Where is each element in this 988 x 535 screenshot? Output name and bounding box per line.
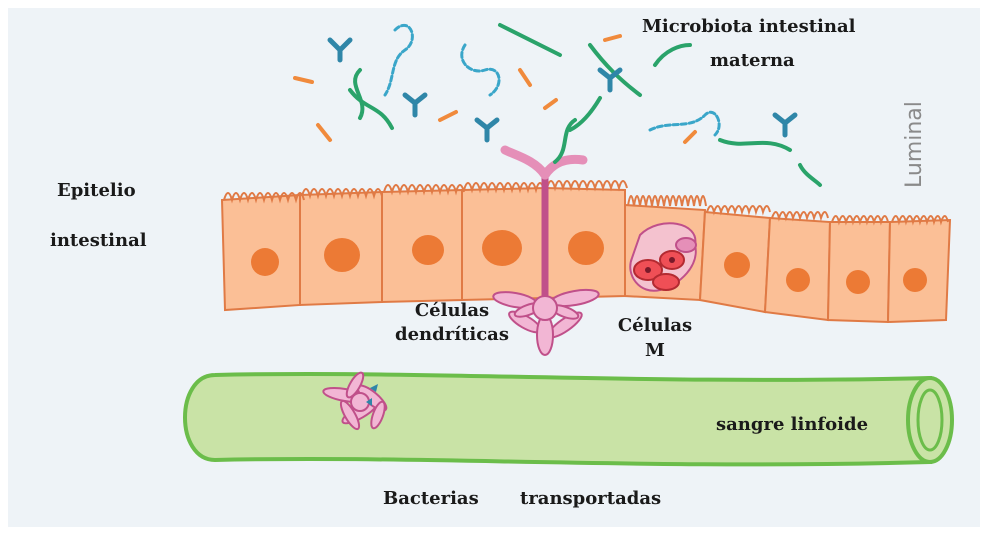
- epitelio-label-line1: Epitelio: [57, 180, 136, 202]
- m-cells-label-line1: Células: [615, 315, 695, 337]
- bacteria-label: Bacterias: [383, 488, 479, 510]
- epitelio-label-line2: intestinal: [50, 230, 147, 252]
- dendritic-label-line2: dendríticas: [388, 324, 516, 346]
- m-cells-label-line2: M: [615, 340, 695, 362]
- lymphoid-blood-label: sangre linfoide: [716, 414, 868, 436]
- microbiota-label-line1: Microbiota intestinal: [642, 16, 855, 38]
- luminal-label: Luminal: [902, 101, 927, 188]
- transported-label: transportadas: [520, 488, 661, 510]
- microbiota-label-line2: materna: [710, 50, 795, 72]
- dendritic-label-line1: Células: [392, 300, 512, 322]
